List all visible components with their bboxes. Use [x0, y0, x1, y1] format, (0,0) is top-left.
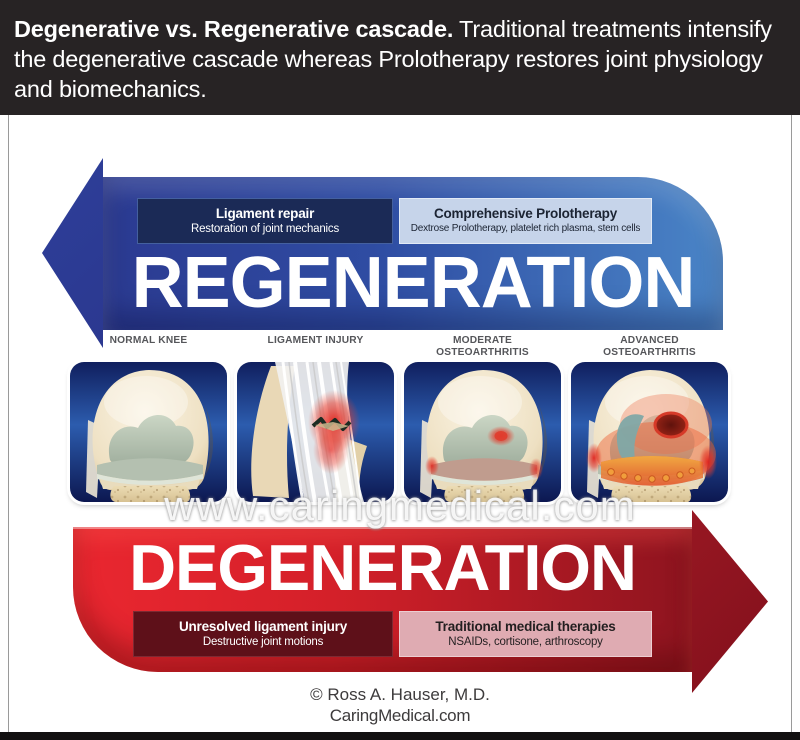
regeneration-label: REGENERATION	[131, 243, 696, 323]
knee-illustration-ligament-injury	[237, 362, 394, 502]
unresolved-injury-subtitle: Destructive joint motions	[202, 636, 324, 648]
title-bold: Degenerative vs. Regenerative cascade.	[14, 16, 454, 42]
traditional-therapies-box: Traditional medical therapies NSAIDs, co…	[399, 611, 652, 657]
prolotherapy-title: Comprehensive Prolotherapy	[433, 206, 618, 221]
knee-illustration-moderate-oa	[404, 362, 561, 502]
knee-illustration-normal	[70, 362, 227, 502]
knee-panel-normal	[70, 362, 227, 502]
stage-label-normal-knee: NORMAL KNEE	[109, 334, 188, 346]
knee-panel-ligament-injury	[237, 362, 394, 502]
prolotherapy-subtitle: Dextrose Prolotherapy, platelet rich pla…	[410, 223, 641, 234]
copyright-text: © Ross A. Hauser, M.D.	[310, 685, 490, 704]
unresolved-injury-box: Unresolved ligament injury Destructive j…	[133, 611, 393, 657]
ligament-repair-title: Ligament repair	[215, 206, 315, 221]
footer: © Ross A. Hauser, M.D. CaringMedical.com	[0, 684, 800, 726]
stage-label-advanced-oa: ADVANCED OSTEOARTHRITIS	[603, 334, 696, 358]
title-bar: Degenerative vs. Regenerative cascade. T…	[0, 0, 800, 115]
traditional-therapies-title: Traditional medical therapies	[435, 619, 616, 634]
prolotherapy-box: Comprehensive Prolotherapy Dextrose Prol…	[399, 198, 652, 244]
traditional-therapies-subtitle: NSAIDs, cortisone, arthroscopy	[448, 636, 603, 648]
ligament-repair-box: Ligament repair Restoration of joint mec…	[137, 198, 393, 244]
site-text: CaringMedical.com	[329, 706, 471, 725]
knee-panel-advanced-oa	[571, 362, 728, 502]
knee-panel-moderate-oa	[404, 362, 561, 502]
bottom-bar	[0, 732, 800, 740]
knee-illustration-advanced-oa	[571, 362, 728, 502]
watermark: www.caringmedical.com	[164, 482, 636, 529]
stage-label-ligament-injury: LIGAMENT INJURY	[267, 334, 364, 346]
title-rest: Traditional treatments intensify the deg…	[14, 16, 772, 102]
ligament-repair-subtitle: Restoration of joint mechanics	[190, 223, 340, 235]
stage-label-moderate-oa: MODERATE OSTEOARTHRITIS	[436, 334, 529, 358]
degeneration-label: DEGENERATION	[129, 531, 637, 604]
unresolved-injury-title: Unresolved ligament injury	[178, 619, 348, 634]
